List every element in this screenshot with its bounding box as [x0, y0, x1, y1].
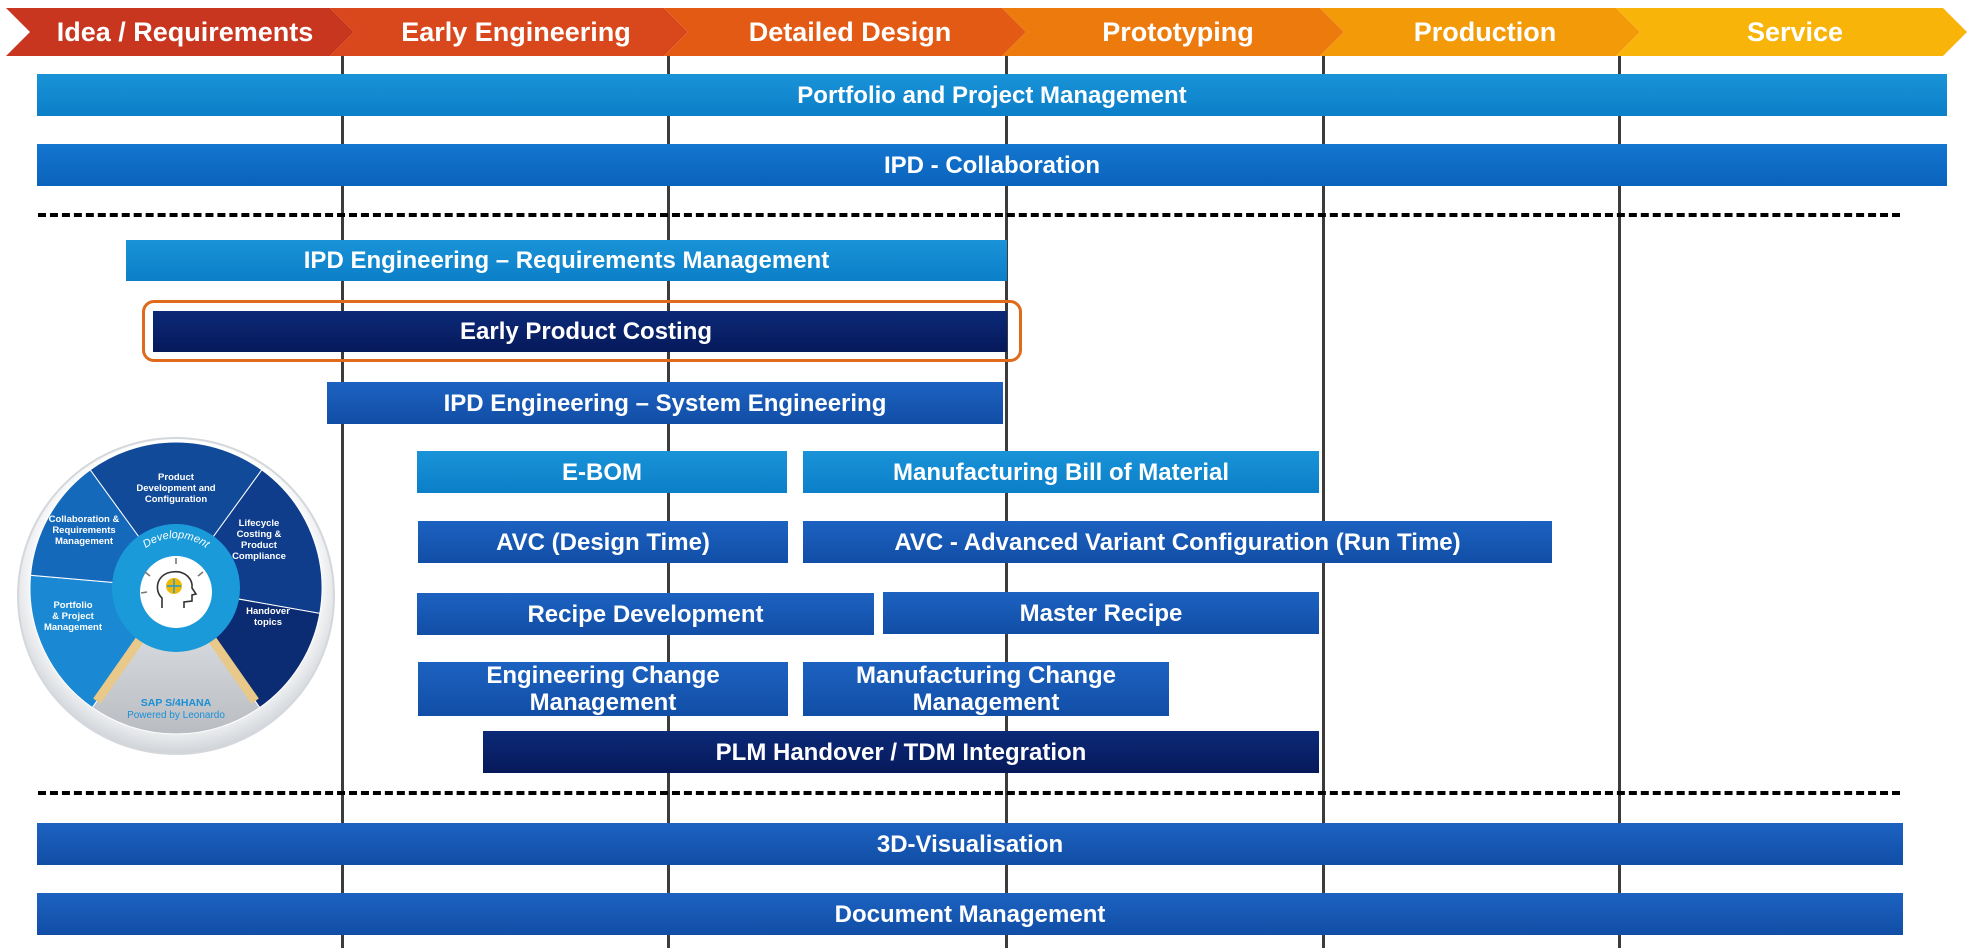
phase-production: Production	[1413, 16, 1557, 47]
phase-detailed-design: Detailed Design	[748, 16, 952, 47]
phase-idea: Idea / Requirements	[56, 16, 314, 47]
ebom-bar: E-BOM	[417, 451, 787, 493]
early-product-costing-bar: Early Product Costing	[153, 311, 1007, 352]
phase-chevron-production	[1320, 8, 1640, 56]
wheel-label-product-dev: Configuration	[145, 494, 207, 505]
upper-dashed-separator	[38, 213, 1900, 217]
column-divider	[1005, 56, 1008, 948]
lower-dashed-separator	[38, 791, 1900, 795]
phase-service: Service	[1746, 16, 1844, 47]
phase-chevron-early-engineering	[330, 8, 688, 56]
ipd-collaboration-bar: IPD - Collaboration	[37, 144, 1947, 186]
wheel-label-lifecycle: Lifecycle	[239, 518, 280, 529]
wheel-label-portfolio: Portfolio	[53, 600, 92, 611]
phase-chevron-detailed-design	[664, 8, 1026, 56]
document-management-bar: Document Management	[37, 893, 1903, 935]
wheel-label-product-dev: Development and	[136, 483, 215, 494]
column-divider	[1618, 56, 1621, 948]
3d-visualisation-bar: 3D-Visualisation	[37, 823, 1903, 865]
wheel-label-handover: topics	[254, 617, 282, 628]
avc-design-time-bar: AVC (Design Time)	[418, 521, 788, 563]
column-divider	[341, 56, 344, 948]
wheel-label-lifecycle: Product	[241, 540, 278, 551]
wheel-platform-label: SAP S/4HANA	[141, 697, 212, 709]
column-divider	[667, 56, 670, 948]
wheel-label-collaboration: Collaboration &	[49, 514, 120, 525]
mbom-bar: Manufacturing Bill of Material	[803, 451, 1319, 493]
phase-chevron-prototyping	[1002, 8, 1344, 56]
wheel-label-lifecycle: Compliance	[232, 551, 286, 562]
wheel-label-product-dev: Product	[158, 472, 195, 483]
wheel-label-portfolio: & Project	[52, 611, 95, 622]
wheel-label-portfolio: Management	[44, 622, 103, 633]
phase-header	[6, 8, 1967, 56]
wheel-platform-sublabel: Powered by Leonardo	[127, 710, 225, 721]
plm-handover-bar: PLM Handover / TDM Integration	[483, 731, 1319, 773]
wheel-label-collaboration: Management	[55, 536, 114, 547]
recipe-development-bar: Recipe Development	[417, 593, 874, 635]
phase-chevron-service	[1616, 8, 1967, 56]
avc-run-time-bar: AVC - Advanced Variant Configuration (Ru…	[803, 521, 1552, 563]
system-engineering-bar: IPD Engineering – System Engineering	[327, 382, 1003, 424]
engineering-change-management-bar: Engineering Change Management	[418, 662, 788, 716]
early-product-costing-highlight	[142, 300, 1022, 362]
wheel-segment-product-dev	[89, 441, 263, 589]
phase-chevron-idea	[6, 8, 354, 56]
requirements-management-bar: IPD Engineering – Requirements Managemen…	[126, 240, 1007, 281]
wheel-label-collaboration: Requirements	[52, 525, 115, 536]
wheel-label-lifecycle: Costing &	[237, 529, 282, 540]
phase-prototyping: Prototyping	[1102, 16, 1254, 47]
master-recipe-bar: Master Recipe	[883, 592, 1319, 634]
portfolio-project-management-bar: Portfolio and Project Management	[37, 74, 1947, 116]
manufacturing-change-management-bar: Manufacturing Change Management	[803, 662, 1169, 716]
wheel-segment-platform	[91, 587, 261, 735]
phase-early-engineering: Early Engineering	[401, 16, 631, 47]
wheel-label-handover: Handover	[246, 606, 290, 617]
head-icon	[140, 558, 204, 608]
column-divider	[1322, 56, 1325, 948]
